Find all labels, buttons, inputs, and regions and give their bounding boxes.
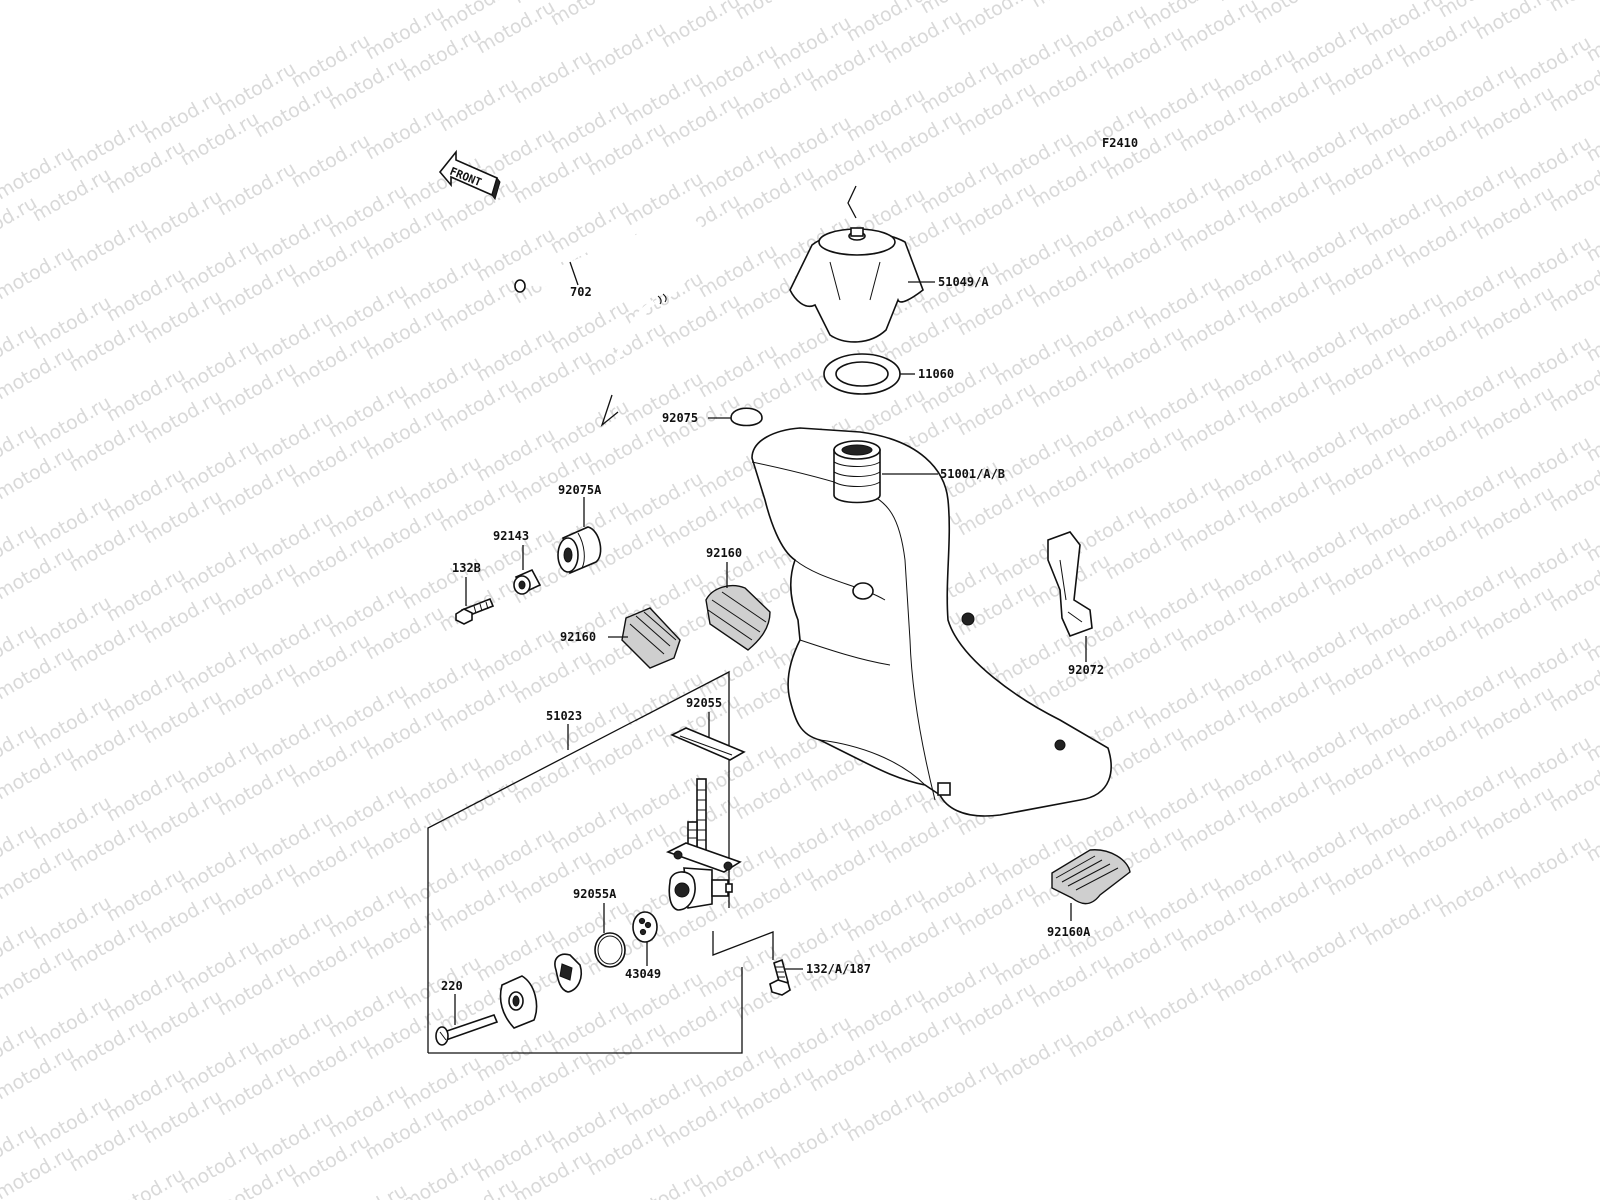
bolt-132B — [455, 597, 495, 625]
cap-gasket-11060 — [823, 353, 901, 395]
diaphragm-43049 — [632, 911, 658, 943]
callout-11060: 11060 — [918, 367, 954, 381]
rubber-plug-92075 — [730, 407, 763, 427]
callout-132A187: 132/A/187 — [806, 962, 871, 976]
callout-92075A: 92075A — [558, 483, 602, 497]
callout-702: 702 — [570, 285, 592, 299]
callout-92055A: 92055A — [573, 887, 617, 901]
callout-92075: 92075 — [662, 411, 698, 425]
fuel-cock-assembly-frame — [427, 670, 743, 1054]
callout-51023: 51023 — [546, 709, 582, 723]
callout-92160-left: 92160 — [560, 630, 596, 644]
o-ring-92055A — [594, 932, 626, 968]
grommet-92075A — [557, 526, 602, 575]
damper-92160-upper — [705, 584, 771, 651]
bolt-132A187 — [769, 958, 791, 996]
callout-220: 220 — [441, 979, 463, 993]
callout-51049: 51049/A — [938, 275, 989, 289]
callout-132B: 132B — [452, 561, 481, 575]
callout-92143: 92143 — [493, 529, 529, 543]
front-arrow-icon: FRONT — [438, 149, 501, 201]
fuel-cock-body — [665, 778, 742, 911]
callout-92072: 92072 — [1068, 663, 1104, 677]
collar-92143 — [513, 568, 542, 595]
breather-hose-702 — [514, 218, 706, 427]
figure-code: F2410 — [1102, 136, 1138, 150]
fuel-tank-51001 — [751, 427, 1112, 817]
lever-plate — [499, 975, 538, 1029]
callout-92055: 92055 — [686, 696, 722, 710]
screw-220 — [435, 1014, 499, 1046]
fuel-cap-51049 — [789, 227, 924, 343]
callout-51001: 51001/A/B — [940, 467, 1005, 481]
tank-strap-92072 — [1047, 531, 1093, 638]
fuel-cock-lever — [554, 953, 583, 993]
callout-92160-upper: 92160 — [706, 546, 742, 560]
damper-92160-left — [621, 607, 681, 669]
gasket-92055 — [670, 727, 746, 761]
callout-43049: 43049 — [625, 967, 661, 981]
callout-92160A: 92160A — [1047, 925, 1091, 939]
damper-92160A — [1051, 849, 1131, 905]
